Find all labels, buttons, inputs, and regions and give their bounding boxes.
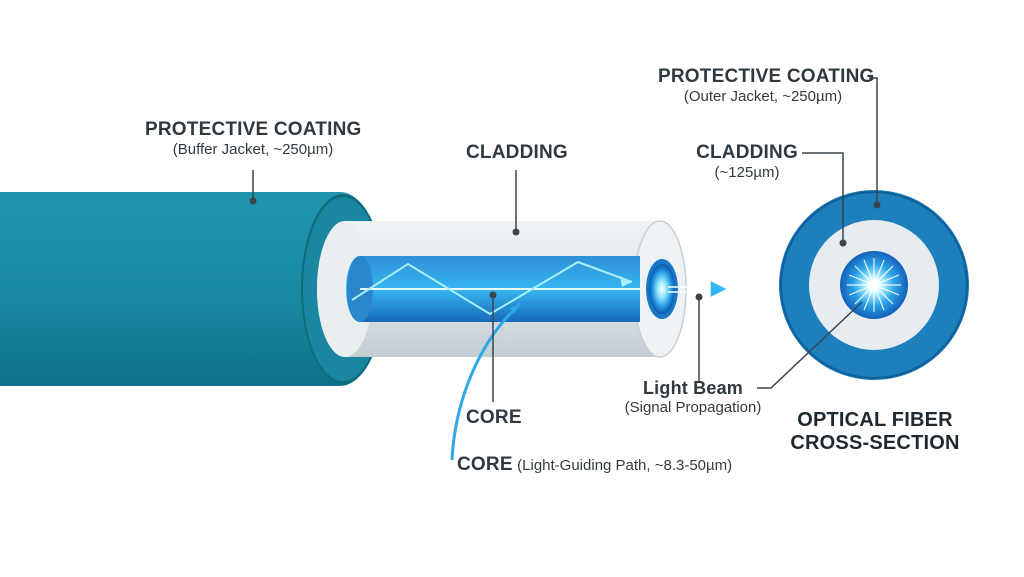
protective-coating-right-label: PROTECTIVE COATING (Outer Jacket, ~250µm… [658,66,875,105]
protective-coating-left-sub: (Buffer Jacket, ~250µm) [172,141,334,158]
cladding-right-sub: (~125µm) [714,164,780,181]
light-beam-label: Light Beam (Signal Propagation) [606,378,780,416]
cladding-right-label: CLADDING (~125µm) [693,142,801,181]
leader-lines [252,77,878,402]
cross-section-label: OPTICAL FIBER CROSS-SECTION [786,409,964,455]
leader-dots [249,197,881,301]
cladding-mid-label: CLADDING [466,142,568,164]
core-bottom-title: CORE [457,454,513,475]
protective-coating-left-title: PROTECTIVE COATING [145,119,362,140]
protective-coating-right-title: PROTECTIVE COATING [658,66,875,87]
light-beam-title: Light Beam [642,378,743,398]
core-bottom-label: CORE (Light-Guiding Path, ~8.3-50µm) [457,454,732,476]
protective-coating-right-sub: (Outer Jacket, ~250µm) [683,88,843,105]
core [346,256,678,322]
cross-section-line1: OPTICAL FIBER [797,409,953,431]
cross-section-illustration [779,190,969,380]
cross-section-line2: CROSS-SECTION [790,432,960,454]
protective-coating-left-label: PROTECTIVE COATING (Buffer Jacket, ~250µ… [145,119,361,158]
core-mid-label: CORE [466,407,522,429]
core-mid-title: CORE [466,407,522,428]
cladding-mid-title: CLADDING [466,142,568,163]
core-bottom-sub: (Light-Guiding Path, ~8.3-50µm) [517,457,733,474]
core-pointer-curve [450,302,522,461]
light-beam-sub: (Signal Propagation) [624,399,762,416]
arrow-icon [668,278,735,300]
cladding-right-title: CLADDING [696,142,798,163]
